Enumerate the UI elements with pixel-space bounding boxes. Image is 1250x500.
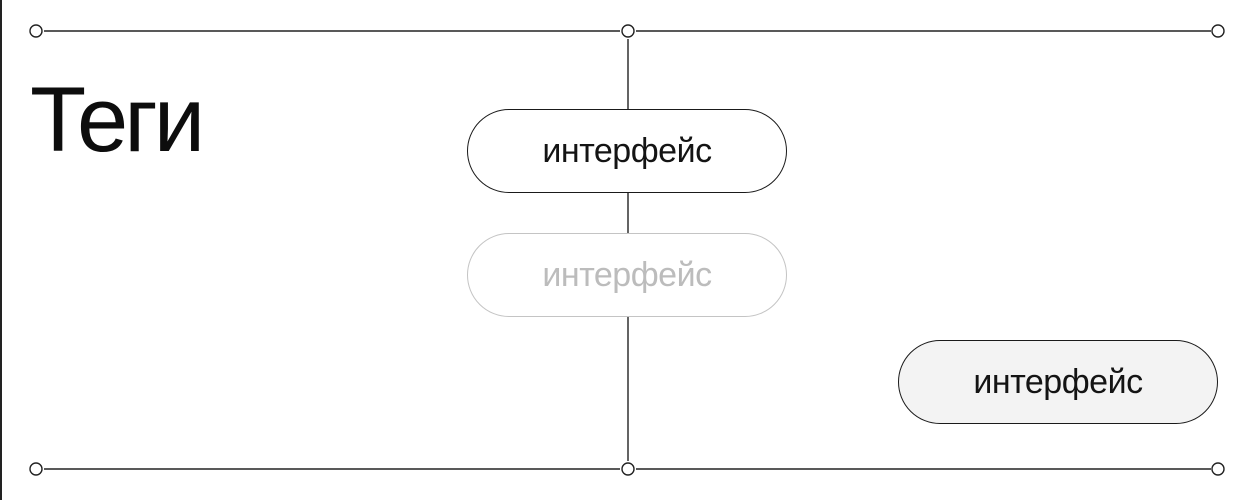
tag-disabled: интерфейс (467, 233, 787, 317)
tag-default[interactable]: интерфейс (467, 109, 787, 193)
guide-node-top-left (29, 24, 43, 38)
page-title: Теги (30, 69, 205, 171)
guide-node-top-center (621, 24, 635, 38)
guide-node-top-right (1211, 24, 1225, 38)
tag-label: интерфейс (542, 131, 712, 170)
guide-node-bottom-center (621, 462, 635, 476)
tag-label: интерфейс (542, 255, 712, 294)
guide-node-bottom-right (1211, 462, 1225, 476)
guide-node-bottom-left (29, 462, 43, 476)
frame-left-edge (0, 0, 2, 500)
tag-active[interactable]: интерфейс (898, 340, 1218, 424)
tag-label: интерфейс (973, 362, 1143, 401)
